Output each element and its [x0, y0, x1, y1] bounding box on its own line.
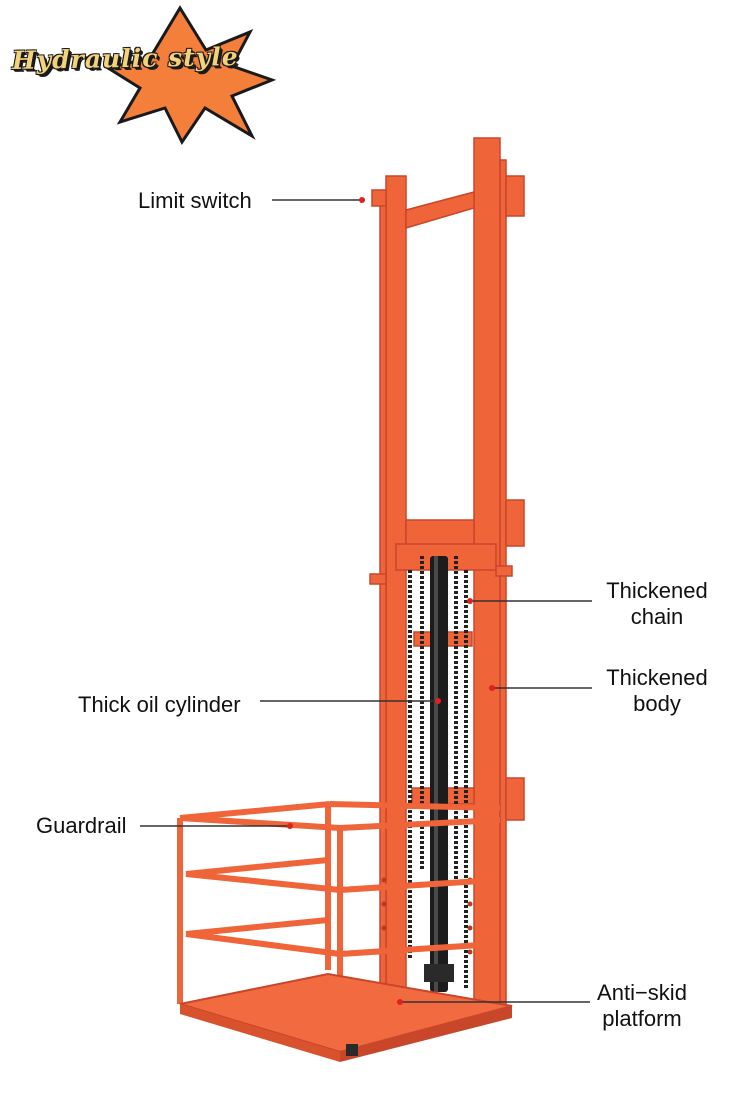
marker-guardrail	[287, 823, 293, 829]
badge-star-shape	[104, 5, 277, 145]
label-guardrail: Guardrail	[36, 813, 127, 838]
leader-lines	[140, 199, 592, 1003]
label-thickened-chain-line2: chain	[630, 604, 684, 629]
marker-platform	[397, 999, 403, 1005]
marker-dots	[287, 197, 495, 1005]
chains	[408, 556, 468, 990]
label-platform-line2: platform	[602, 1006, 682, 1031]
badge-title: Hydraulic style	[11, 42, 239, 75]
oil-cylinder	[424, 556, 454, 992]
label-thickened-body-line1: Thickened	[606, 665, 708, 690]
marker-body	[489, 685, 495, 691]
label-platform-line1: Anti−skid	[597, 980, 687, 1005]
label-thickened-chain: Thickened chain	[598, 578, 716, 630]
marker-limit-switch	[359, 197, 365, 203]
label-thickened-body: Thickened body	[598, 665, 716, 717]
platform-cage	[177, 801, 501, 1052]
marker-cylinder	[435, 698, 441, 704]
label-anti-skid-platform: Anti−skid platform	[590, 980, 694, 1032]
label-thickened-chain-line1: Thickened	[606, 578, 708, 603]
anti-skid-deck	[179, 972, 513, 1054]
label-limit-switch: Limit switch	[138, 188, 252, 213]
label-thickened-body-line2: body	[633, 691, 681, 716]
label-oil-cylinder: Thick oil cylinder	[78, 692, 241, 717]
marker-chain	[467, 598, 473, 604]
